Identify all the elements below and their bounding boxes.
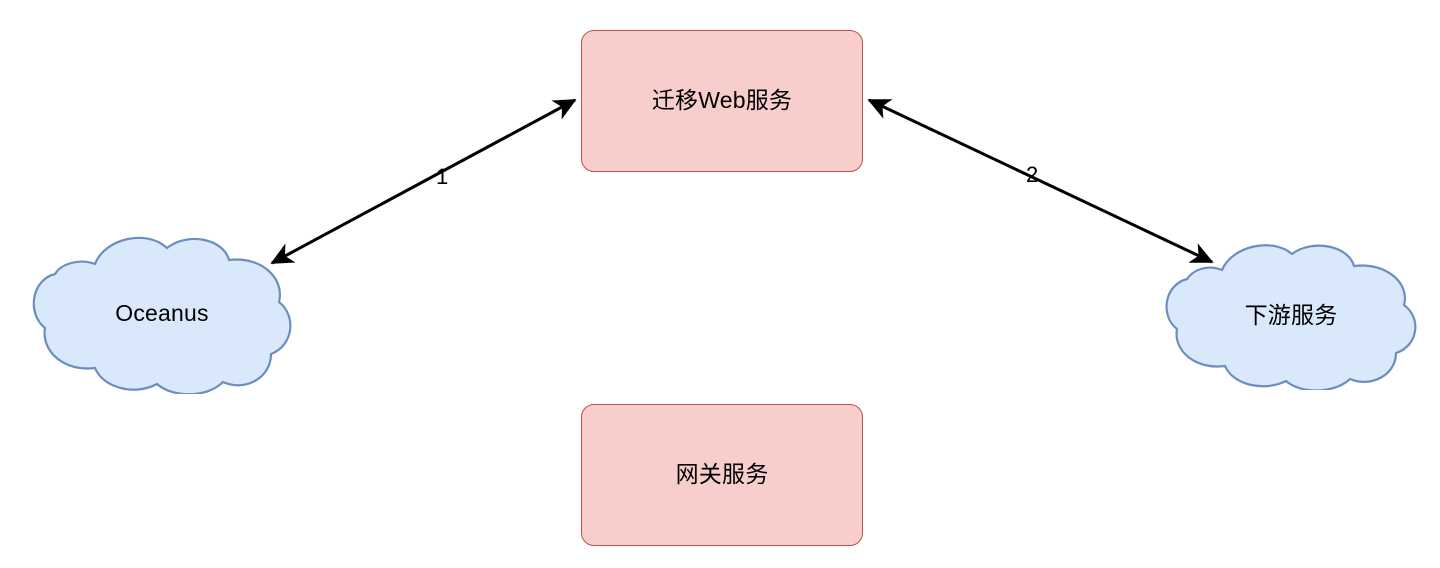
edge-1-line[interactable] bbox=[270, 98, 577, 265]
edge-2-line[interactable] bbox=[867, 98, 1214, 264]
node-web-service[interactable]: 迁移Web服务 bbox=[581, 30, 863, 172]
node-gateway-service-label: 网关服务 bbox=[675, 461, 769, 488]
node-downstream-service[interactable]: 下游服务 bbox=[1160, 242, 1422, 390]
node-gateway-service[interactable]: 网关服务 bbox=[581, 404, 863, 546]
cloud-shape-icon bbox=[1165, 244, 1417, 390]
edge-2-label[interactable]: 2 bbox=[1026, 162, 1039, 187]
node-oceanus[interactable]: Oceanus bbox=[31, 234, 293, 394]
edge-1-label[interactable]: 1 bbox=[436, 164, 449, 189]
node-web-service-label: 迁移Web服务 bbox=[651, 87, 793, 114]
cloud-shape-icon bbox=[32, 236, 292, 394]
